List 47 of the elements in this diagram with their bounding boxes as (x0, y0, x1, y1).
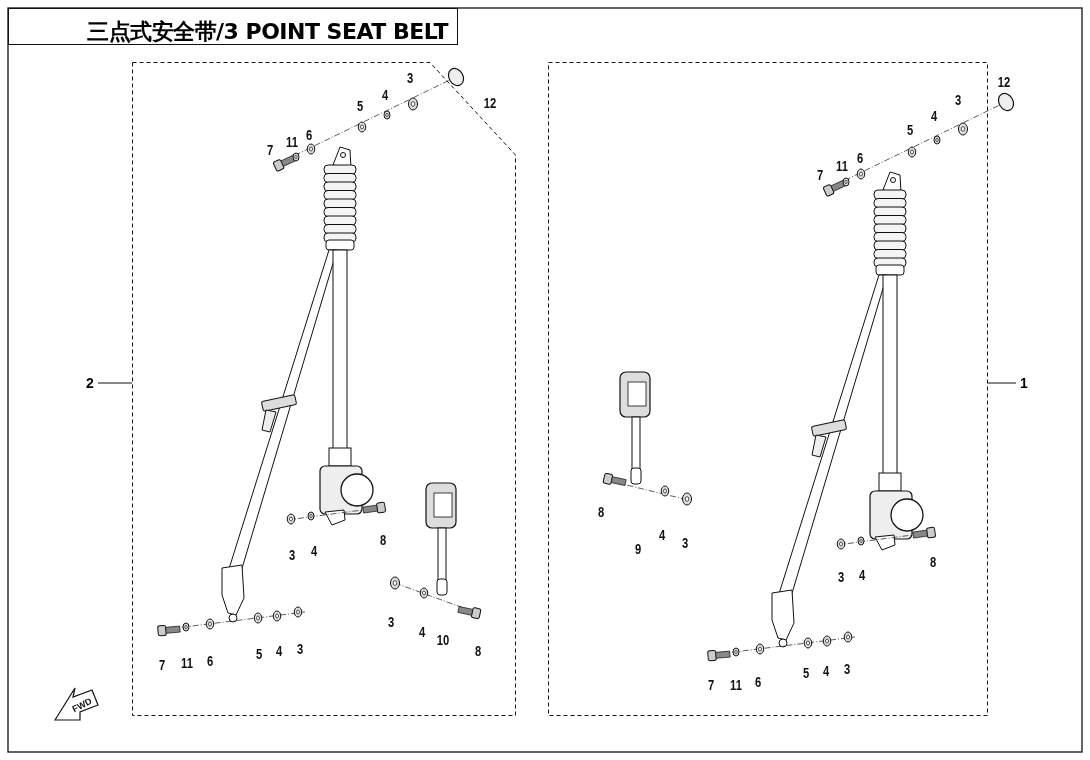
callout-number: 11 (730, 678, 742, 692)
callout-number: 8 (929, 555, 937, 569)
callout-number: 7 (266, 143, 274, 157)
callout-number: 7 (707, 678, 715, 692)
callout-number: 3 (387, 615, 395, 629)
callout-number: 7 (816, 168, 824, 182)
callout-number: 3 (843, 662, 851, 676)
callout-number: 3 (406, 71, 414, 85)
leader-line (987, 382, 1017, 384)
dashed-panel (132, 62, 516, 716)
callout-number: 3 (954, 93, 962, 107)
callout-number: 6 (206, 654, 214, 668)
callout-number: 5 (802, 666, 810, 680)
callout-number: 6 (305, 128, 313, 142)
callout-number: 4 (658, 528, 666, 542)
callout-number: 4 (310, 544, 318, 558)
callout-number: 11 (836, 159, 848, 173)
callout-number: 3 (681, 536, 689, 550)
leader-line (97, 382, 133, 384)
callout-number: 5 (906, 123, 914, 137)
callout-number: 11 (286, 135, 298, 149)
callout-number: 8 (474, 644, 482, 658)
callout-number: 7 (158, 658, 166, 672)
callout-number: 9 (634, 542, 642, 556)
callout-number: 8 (379, 533, 387, 547)
callout-number: 3 (837, 570, 845, 584)
callout-number: 11 (181, 656, 193, 670)
callout-number: 5 (255, 647, 263, 661)
callout-number: 3 (288, 548, 296, 562)
callout-number: 5 (356, 99, 364, 113)
callout-number: 6 (754, 675, 762, 689)
callout-number: 3 (296, 642, 304, 656)
callout-number: 4 (858, 568, 866, 582)
callout-number: 1 (1016, 374, 1032, 392)
callout-number: 6 (856, 151, 864, 165)
callout-number: 4 (930, 109, 938, 123)
direction-label: FWD (69, 694, 95, 716)
callout-number: 4 (822, 664, 830, 678)
callout-number: 10 (436, 633, 450, 647)
callout-number: 4 (275, 644, 283, 658)
dashed-panel (548, 62, 988, 716)
callout-number: 4 (381, 88, 389, 102)
callout-number: 12 (483, 96, 497, 110)
callout-number: 2 (82, 374, 98, 392)
title: 三点式安全带/3 POINT SEAT BELT (87, 18, 449, 46)
callout-number: 8 (597, 505, 605, 519)
callout-number: 4 (418, 625, 426, 639)
